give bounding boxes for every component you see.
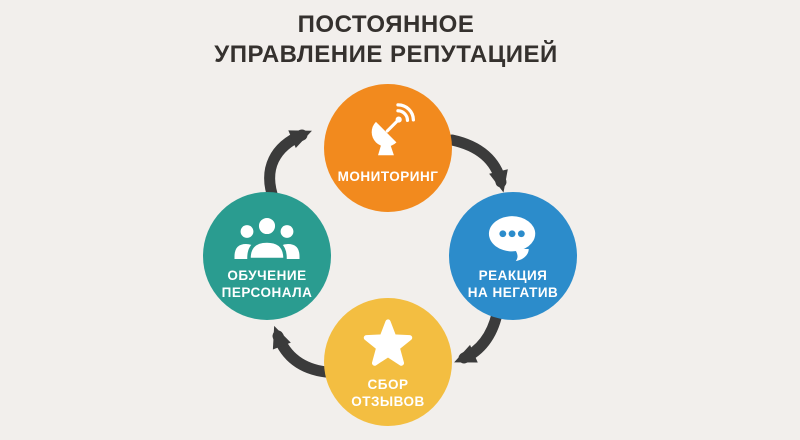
arrow-training-to-monitoring	[264, 129, 312, 206]
people-icon	[234, 212, 300, 262]
node-monitoring-label: МОНИТОРИНГ	[338, 168, 439, 185]
node-training-label: ОБУЧЕНИЕ ПЕРСОНАЛА	[222, 267, 313, 301]
people-icon-front-person	[247, 213, 287, 261]
node-reviews-label-line: ОТЗЫВОВ	[351, 393, 425, 409]
node-reaction-to-negative: РЕАКЦИЯ НА НЕГАТИВ	[449, 192, 577, 320]
node-training-label-line: ПЕРСОНАЛА	[221, 284, 313, 300]
speech-bubble-dots	[499, 229, 525, 237]
node-reaction-label-line: РЕАКЦИЯ	[478, 267, 548, 283]
node-monitoring-label-line: МОНИТОРИНГ	[337, 169, 439, 184]
speech-bubble-icon	[485, 212, 541, 262]
arrow-reviews-to-training	[272, 325, 332, 378]
arrow-monitoring-to-reaction	[446, 134, 508, 193]
node-staff-training: ОБУЧЕНИЕ ПЕРСОНАЛА	[203, 192, 331, 320]
node-reaction-label-line: НА НЕГАТИВ	[467, 284, 559, 300]
star-icon	[360, 315, 416, 371]
arrow-reaction-to-reviews	[454, 308, 503, 364]
page-title-line-2: УПРАВЛЕНИЕ РЕПУТАЦИЕЙ	[214, 41, 558, 68]
page-title: ПОСТОЯННОЕ УПРАВЛЕНИЕ РЕПУТАЦИЕЙ	[0, 10, 772, 70]
node-reviews-label-line: СБОР	[367, 376, 409, 392]
node-monitoring: МОНИТОРИНГ	[324, 84, 452, 212]
node-reaction-label: РЕАКЦИЯ НА НЕГАТИВ	[468, 267, 559, 301]
node-reviews-label: СБОР ОТЗЫВОВ	[351, 376, 425, 410]
node-training-label-line: ОБУЧЕНИЕ	[227, 267, 307, 283]
node-collect-reviews: СБОР ОТЗЫВОВ	[324, 298, 452, 426]
satellite-dish-icon	[359, 103, 417, 163]
page-title-line-1: ПОСТОЯННОЕ	[297, 11, 475, 38]
